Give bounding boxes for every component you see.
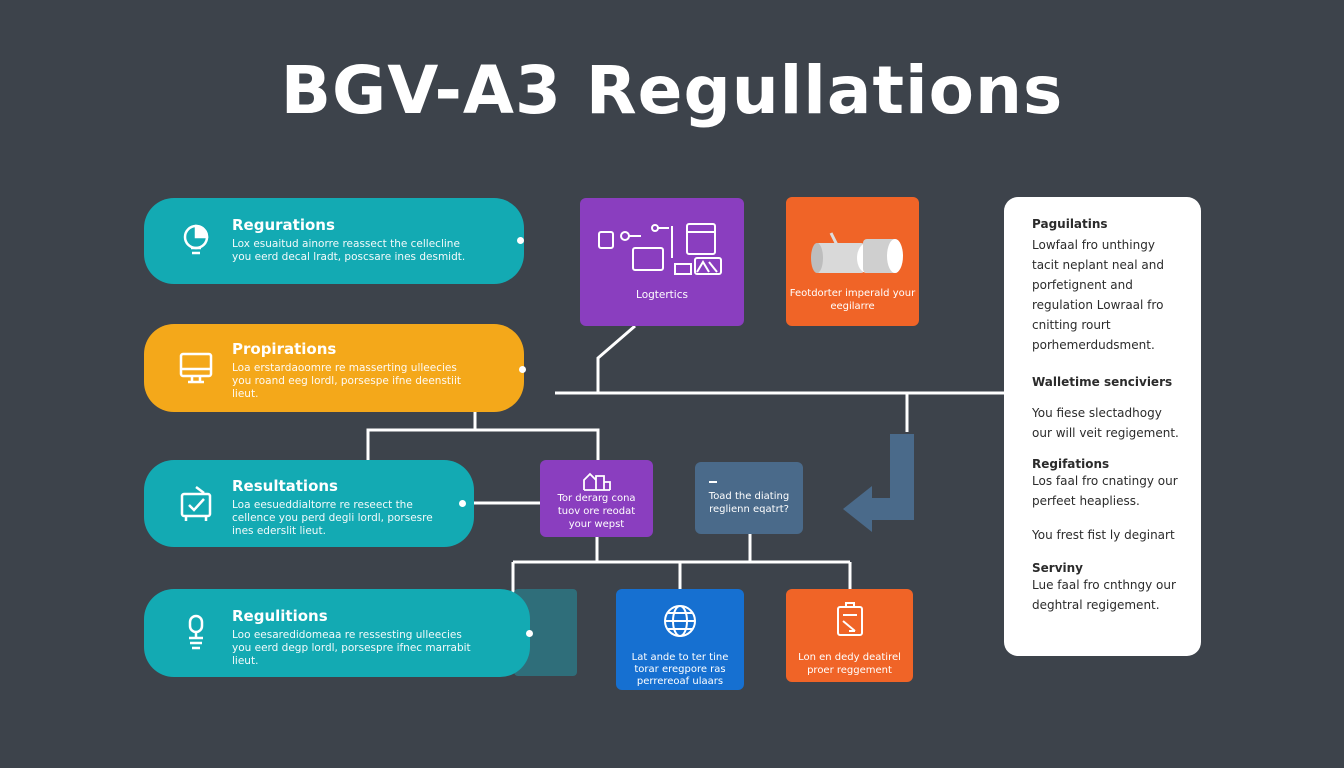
card-resultations[interactable]: Resultations Loa eesueddialtorre re rese… [144,460,474,547]
connector-logistics [596,324,636,393]
panel-heading: Serviny [1032,561,1083,575]
card-body: Loo eesaredidomeaa re ressesting ulleeci… [232,629,471,667]
box-city[interactable]: Tor derarg cona tuov ore reodat your wep… [540,460,653,537]
panel-text: You fiese slectadhogy our will veit regi… [1032,406,1179,440]
panel-text: Lowfaal fro unthingy tacit neplant neal … [1032,238,1164,352]
workflow-icon [597,218,727,282]
connector-branch-left [366,412,477,460]
panel-heading: Walletime senciviers [1032,375,1173,389]
page-title: BGV-A3 Regullations [280,52,1064,129]
card-body: Loa erstardaoomre re masserting ulleecie… [232,362,462,400]
card-regurations[interactable]: Regurations Lox esuaitud ainorre reassec… [144,198,524,284]
pipes-icon [801,225,905,281]
box-regulation[interactable]: Toad the diating reglienn eqatrt? [695,462,803,534]
connector-dot [519,366,526,373]
box-logistics[interactable]: Logtertics [580,198,744,326]
card-title: Propirations [232,340,337,358]
globe-icon [662,603,698,643]
panel-text: You frest fist ly deginart [1032,528,1175,542]
city-icon [582,470,612,496]
card-shadow [514,589,577,676]
box-label: Feotdorter imperald your eegilarre [789,288,916,312]
panel-heading: Paguilatins [1032,217,1108,231]
card-body: Lox esuaitud ainorre reassect the cellec… [232,238,466,263]
lightbulb-icon [176,221,216,261]
side-panel: Paguilatins Lowfaal fro unthingy tacit n… [1004,197,1201,656]
connector-dot [526,630,533,637]
box-label: Toad the diating reglienn eqatrt? [708,491,790,515]
panel-text: Lue faal fro cnthngy our deghtral regige… [1032,578,1176,612]
box-globe[interactable]: Lat ande to ter tine torar eregpore ras … [616,589,744,690]
connector-dot [459,500,466,507]
box-document[interactable]: Lon en dedy deatirel proer reggement [786,589,913,682]
panel-heading: Regifations [1032,457,1110,471]
card-propirations[interactable]: Propirations Loa erstardaoomre re masser… [144,324,524,412]
panel-text: Los faal fro cnatingy our perfeet heapli… [1032,474,1178,508]
connector-dot [517,237,524,244]
document-icon [835,601,865,641]
box-pipes[interactable]: Feotdorter imperald your eegilarre [786,197,919,326]
card-title: Resultations [232,477,338,495]
dash-icon [709,476,719,489]
card-title: Regurations [232,216,335,234]
box-label: Tor derarg cona tuov ore reodat your wep… [557,493,636,530]
card-regulitions[interactable]: Regulitions Loo eesaredidomeaa re resses… [144,589,530,677]
box-label: Lat ande to ter tine torar eregpore ras … [631,652,729,687]
arrow-left-icon [843,434,914,532]
bulb-icon [176,613,216,653]
monitor-icon [176,348,216,388]
box-label: Logtertics [636,289,688,301]
card-body: Loa eesueddialtorre re reseect the celle… [232,499,433,537]
box-label: Lon en dedy deatirel proer reggement [798,652,901,676]
card-title: Regulitions [232,607,328,625]
checkbox-icon [176,484,216,524]
connector-branch-mid [475,428,600,460]
